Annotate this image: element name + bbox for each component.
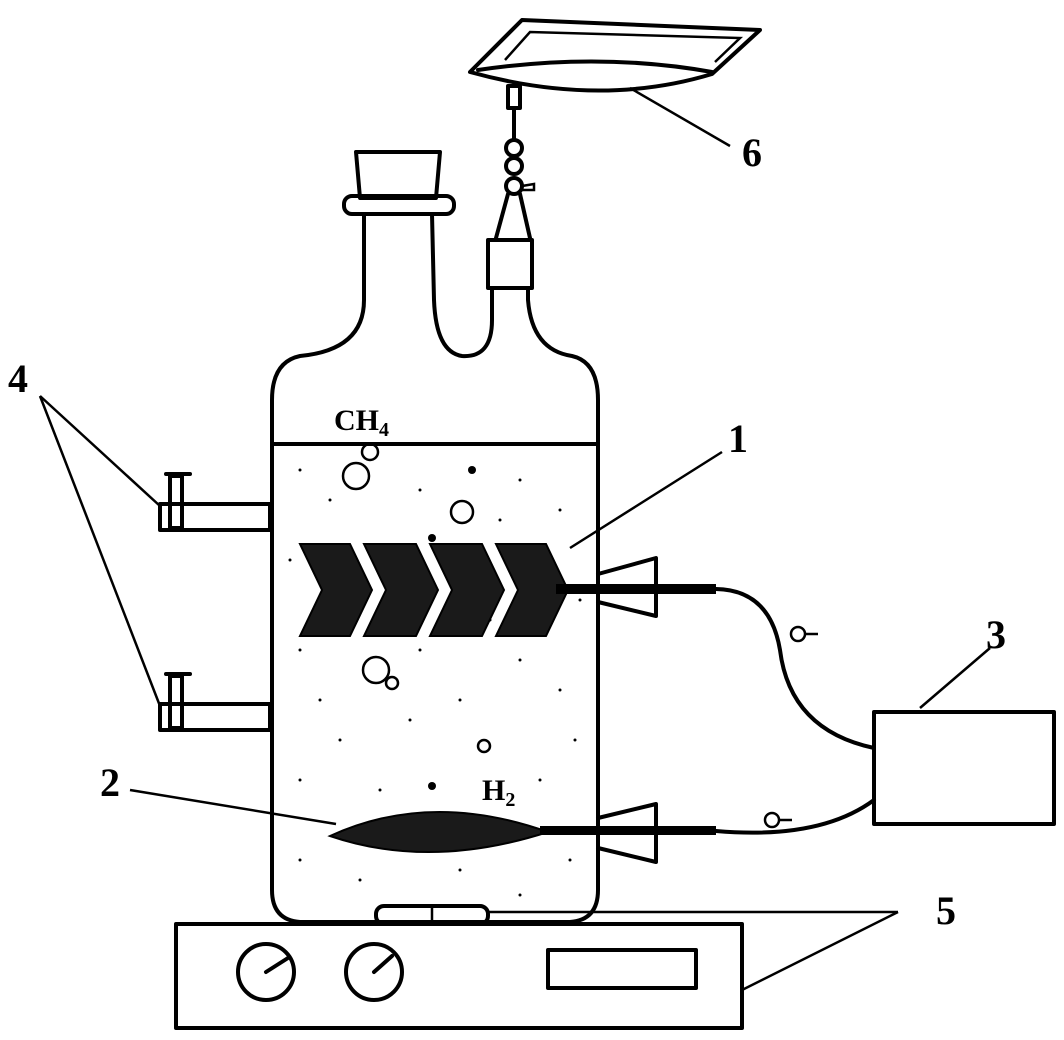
power-supply-box [872,710,1056,826]
label-cathode: 2 [100,760,120,805]
label-magnetic-stirrer: 5 [936,888,956,933]
anode-port [596,556,658,618]
gas-bubbles [341,442,492,790]
leader-line-4b [38,395,162,707]
electron-symbol-top [789,625,818,643]
label-sampling-ports: 4 [8,356,28,401]
leader-line-4a [39,395,161,507]
label-power-supply: 3 [986,612,1006,657]
valve-icon [158,472,272,532]
magnetic-stirrer [174,904,744,1030]
bottle-reactor [270,150,600,924]
label-methane: CH4 [334,404,389,441]
cathode-icon [327,811,716,853]
electron-symbol-bottom [763,811,792,829]
leader-line-2 [129,788,337,826]
brush-anode-icon [298,543,716,637]
cathode-port [596,802,658,864]
label-gas-bag: 6 [742,130,762,175]
leader-line-1 [569,450,723,550]
stirrer-dial-icon [236,942,296,1002]
gas-bag-tube [494,84,536,240]
anode-wire [714,587,876,750]
valve-icon [158,672,272,732]
leader-line-5b [741,910,899,992]
leader-line-6 [629,86,731,148]
label-hydrogen: H2 [482,774,515,811]
cathode-wire [714,798,876,835]
gas-bag-icon [468,18,762,93]
label-anode: 1 [728,416,748,461]
stirrer-dial-icon [344,942,404,1002]
stirrer-display [546,948,698,990]
leader-line-3 [919,647,991,709]
